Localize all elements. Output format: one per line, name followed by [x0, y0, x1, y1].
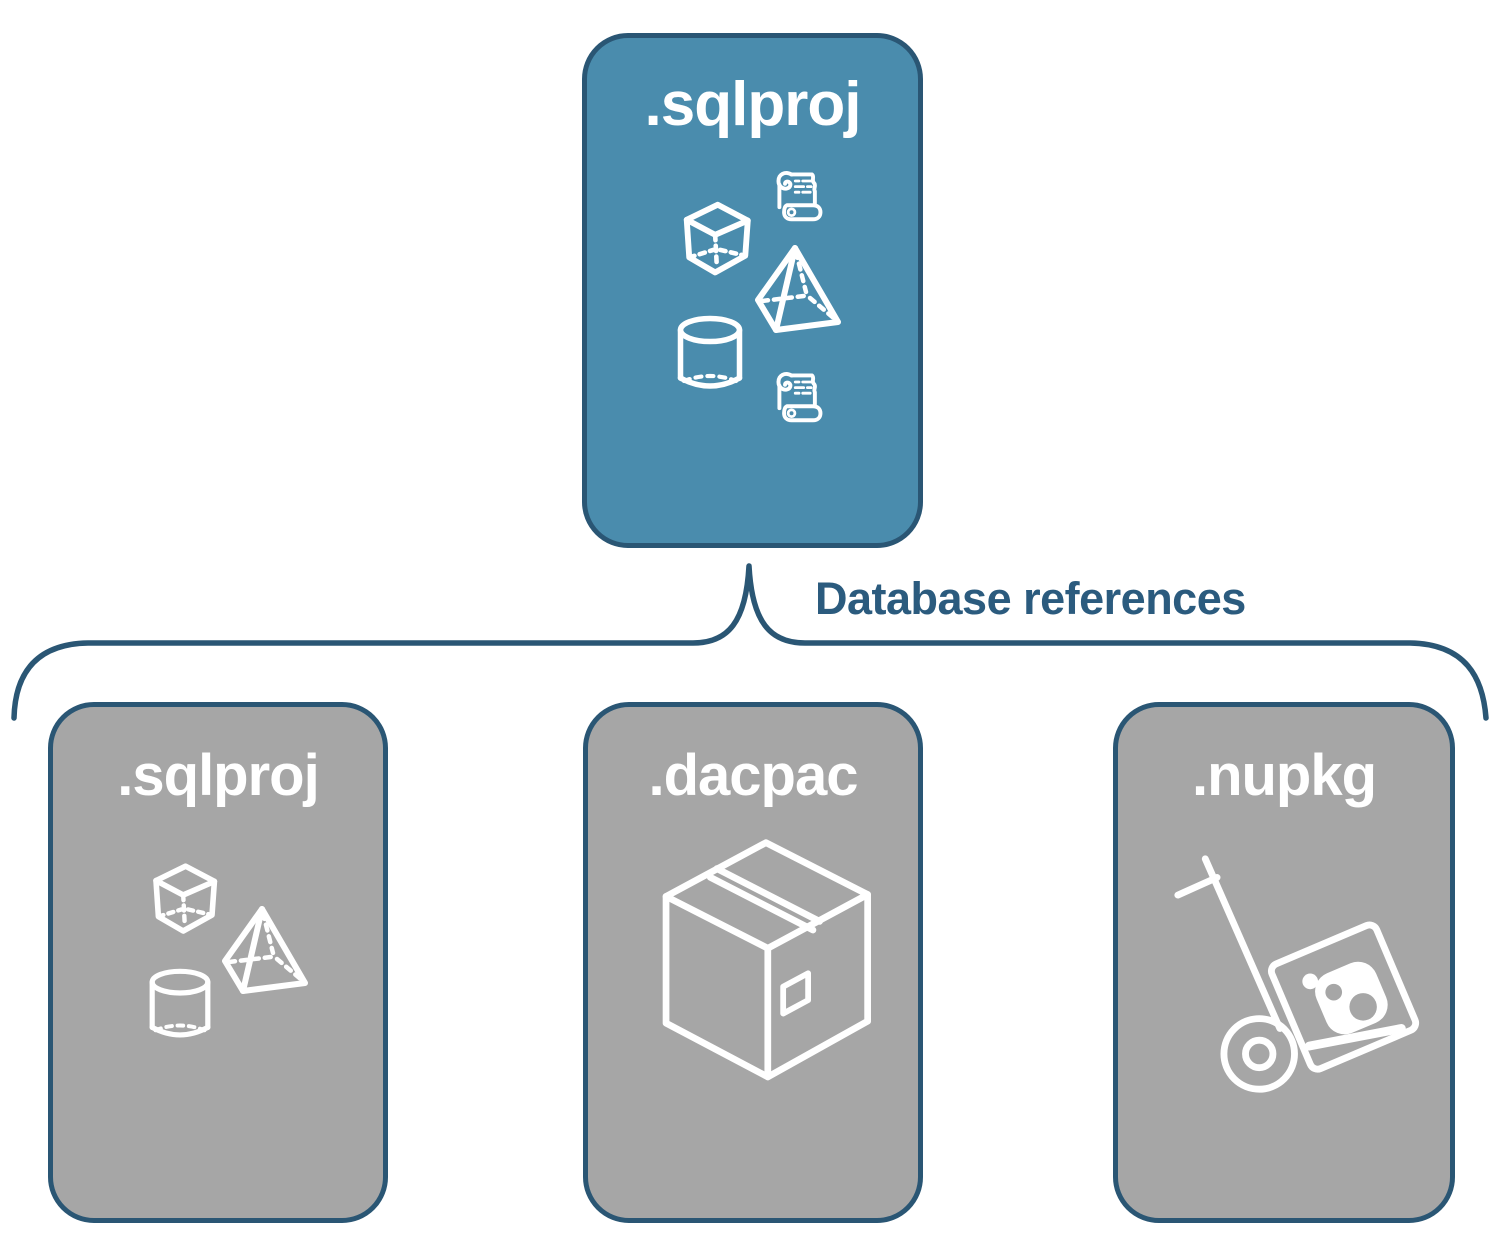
node-nupkg: .nupkg — [1113, 702, 1455, 1223]
scroll-icon — [771, 368, 827, 424]
package-box-icon — [643, 835, 883, 1089]
node-title: .dacpac — [648, 743, 859, 808]
node-sqlproj-child: .sqlproj — [48, 702, 388, 1223]
scroll-icon — [771, 167, 827, 223]
cylinder-icon — [675, 315, 745, 397]
node-title: .sqlproj — [117, 743, 319, 808]
pyramid-icon — [215, 903, 315, 998]
node-dacpac: .dacpac — [583, 702, 923, 1223]
cylinder-icon — [147, 968, 213, 1045]
node-title: .sqlproj — [644, 70, 862, 139]
node-title: .nupkg — [1191, 743, 1377, 808]
cube-icon — [140, 855, 228, 939]
pyramid-icon — [748, 242, 848, 337]
cube-icon — [670, 193, 762, 281]
hand-truck-icon — [1170, 850, 1420, 1100]
node-sqlproj-root: .sqlproj — [582, 33, 923, 548]
edge-label-database-references: Database references — [815, 573, 1246, 624]
nuget-logo-icon — [1302, 961, 1388, 1035]
